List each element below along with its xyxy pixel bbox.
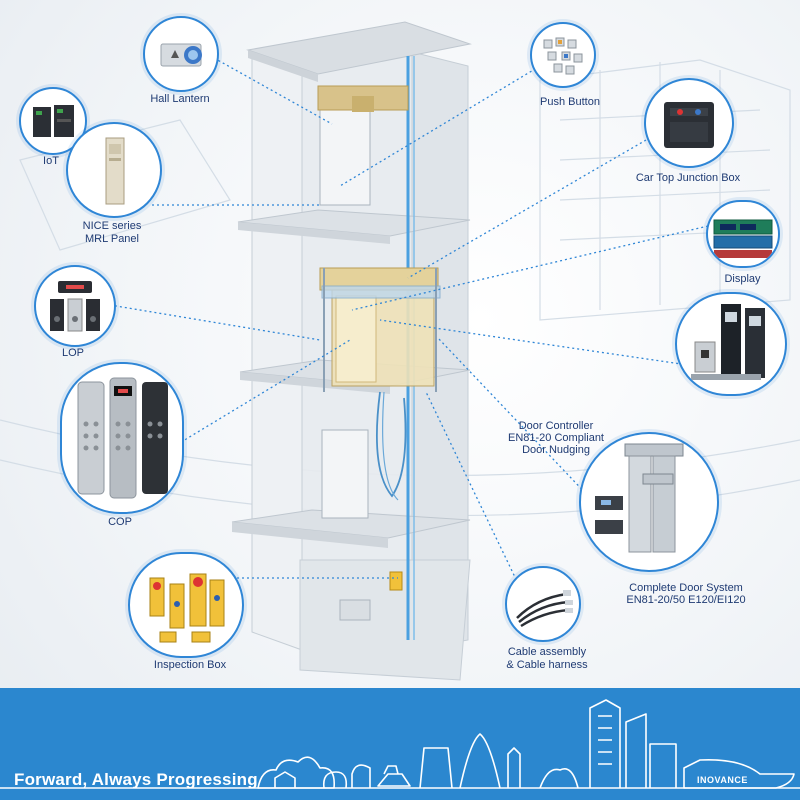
connector-lines [109, 57, 709, 599]
car-top-junction-box-image [644, 78, 734, 168]
door-controller-image [675, 292, 787, 396]
footer-banner [0, 688, 800, 800]
connector-display [351, 225, 709, 311]
cop-label: COP [108, 516, 132, 528]
connector-hall-lantern [213, 57, 333, 125]
door-system-label-line1: Complete Door System [629, 582, 743, 594]
hall-lantern-label: Hall Lantern [150, 93, 210, 105]
connector-door-controller [379, 319, 689, 366]
connector-cable [425, 391, 526, 599]
connector-cop [167, 339, 351, 451]
cop-image [60, 362, 184, 514]
door-system-label-line2: EN81-20/50 E120/EI120 [626, 594, 746, 606]
connector-lop [109, 304, 321, 341]
cable-assembly-image [505, 566, 581, 642]
mrl-panel-label-line1: NICE series [82, 220, 142, 232]
inspection-box-label: Inspection Box [153, 659, 227, 671]
iot-label: IoT [43, 155, 59, 167]
door-controller-label-line3: Door Nudging [522, 444, 590, 456]
hall-lantern-image [143, 16, 219, 92]
brand-logo: INOVANCE [697, 775, 748, 785]
mrl-panel-image [66, 122, 162, 218]
inspection-box-image [128, 552, 244, 658]
connector-push-button [339, 65, 541, 187]
connector-door-system [437, 337, 593, 501]
lop-image [34, 265, 116, 347]
door-system-image [579, 432, 719, 572]
footer-skyline-illustration [0, 699, 800, 789]
connector-car-top-junction-box [407, 139, 647, 279]
display-label: Display [724, 273, 761, 285]
mrl-panel-label-line2: MRL Panel [84, 233, 139, 245]
display-image [706, 200, 780, 268]
elevator-shaft-illustration [231, 21, 472, 681]
car-top-junction-box-label: Car Top Junction Box [635, 172, 741, 184]
door-controller-label-line1: Door Controller [518, 420, 594, 432]
cable-label-line2: & Cable harness [506, 659, 588, 671]
footer-slogan: Forward, Always Progressing [14, 770, 258, 789]
door-controller-label-line2: EN81-20 Compliant [508, 432, 604, 444]
push-button-image [530, 22, 596, 88]
lop-label: LOP [61, 347, 84, 359]
push-button-label: Push Button [540, 96, 600, 108]
cable-label-line1: Cable assembly [507, 646, 587, 658]
